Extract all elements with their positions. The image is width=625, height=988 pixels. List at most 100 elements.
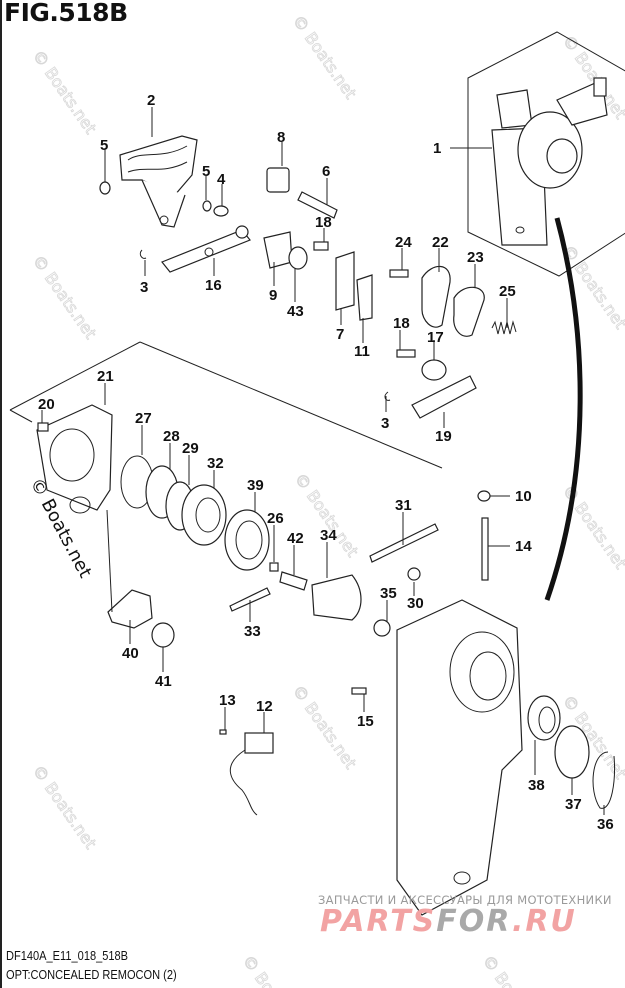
part-36-snap-ring [592, 751, 615, 809]
callout-34[interactable]: 34 [320, 527, 337, 544]
vendor-logo-watermark: PARTSFOR.RU [320, 904, 577, 939]
sub-assembly-outline [9, 409, 33, 423]
part-8-knob [266, 167, 290, 193]
part-14-stud [481, 517, 489, 581]
part-12-switch [244, 732, 274, 754]
part-41-ring [151, 622, 175, 648]
callout-5[interactable]: 5 [202, 163, 210, 180]
callout-12[interactable]: 12 [256, 698, 273, 715]
callout-18[interactable]: 18 [393, 315, 410, 332]
callout-35[interactable]: 35 [380, 585, 397, 602]
callout-3[interactable]: 3 [140, 279, 148, 296]
callout-7[interactable]: 7 [336, 326, 344, 343]
part-12-wire [229, 749, 258, 816]
part-3-e-clip [139, 249, 147, 259]
section-name: OPT:CONCEALED REMOCON (2) [6, 967, 177, 982]
part-40-bracket [107, 589, 153, 629]
part-25-spring [491, 320, 517, 335]
part-18-bolt [396, 349, 416, 358]
callout-29[interactable]: 29 [182, 440, 199, 457]
callout-22[interactable]: 22 [432, 234, 449, 251]
callout-28[interactable]: 28 [163, 428, 180, 445]
watermark-text: © Boats.net [239, 951, 311, 988]
callout-40[interactable]: 40 [122, 645, 139, 662]
callout-labels: 1 2 3 3 4 5 5 6 7 8 9 10 11 12 13 14 15 … [38, 92, 614, 833]
part-18-bolt [313, 241, 329, 251]
callout-10[interactable]: 10 [515, 488, 532, 505]
callout-3[interactable]: 3 [381, 415, 389, 432]
part-17-washer [421, 359, 447, 381]
callout-36[interactable]: 36 [597, 816, 614, 833]
callout-32[interactable]: 32 [207, 455, 224, 472]
part-1-enclosure-box [467, 31, 625, 277]
callout-33[interactable]: 33 [244, 623, 261, 640]
part-35-bushing [373, 619, 391, 637]
watermark-text: © Boats.net [29, 761, 101, 852]
callout-24[interactable]: 24 [395, 234, 412, 251]
callout-leaders [41, 107, 605, 815]
part-42-pin [279, 571, 308, 591]
watermark-text: © Boats.net [29, 46, 101, 137]
callout-43[interactable]: 43 [287, 303, 304, 320]
callout-4[interactable]: 4 [217, 171, 226, 188]
watermark-text: © Boats.net [289, 681, 361, 772]
watermark-text: © Boats.net [29, 251, 101, 342]
part-2-bracket [119, 135, 198, 228]
part-15-bolt [351, 687, 367, 695]
callout-15[interactable]: 15 [357, 713, 374, 730]
part-3-e-clip [384, 391, 391, 401]
part-23-cam [453, 286, 485, 337]
callout-41[interactable]: 41 [155, 673, 172, 690]
callout-20[interactable]: 20 [38, 396, 55, 413]
part-32-gear-plate [181, 484, 227, 546]
vendor-logo-part-c: .RU [511, 904, 577, 939]
callout-6[interactable]: 6 [322, 163, 330, 180]
vendor-logo-part-a: PARTS [320, 904, 437, 939]
callout-9[interactable]: 9 [269, 287, 277, 304]
callout-17[interactable]: 17 [427, 329, 444, 346]
part-22-cam [421, 265, 451, 328]
callout-2[interactable]: 2 [147, 92, 155, 109]
part-34-gear-drum [311, 574, 362, 621]
control-cable [544, 217, 583, 601]
callout-37[interactable]: 37 [565, 796, 582, 813]
part-13-screw [219, 729, 227, 735]
callout-1[interactable]: 1 [433, 140, 441, 157]
part-31-rod [369, 523, 439, 563]
callout-13[interactable]: 13 [219, 692, 236, 709]
part-7-plate [335, 251, 355, 311]
callout-42[interactable]: 42 [287, 530, 304, 547]
part-11-plate [356, 274, 373, 321]
sub-assembly-outline [139, 341, 443, 469]
callout-31[interactable]: 31 [395, 497, 412, 514]
watermark-text: © Boats.net [479, 951, 551, 988]
callout-38[interactable]: 38 [528, 777, 545, 794]
callout-25[interactable]: 25 [499, 283, 516, 300]
part-5-o-ring [202, 200, 212, 212]
callout-19[interactable]: 19 [435, 428, 452, 445]
part-30-ball [407, 567, 421, 581]
part-5-o-ring [99, 181, 111, 195]
part-20-bolt [37, 422, 49, 432]
main-housing [396, 599, 523, 916]
figure-title: FIG.518B [4, 0, 128, 27]
callout-16[interactable]: 16 [205, 277, 222, 294]
part-4-washer [213, 205, 229, 217]
callout-5[interactable]: 5 [100, 137, 108, 154]
callout-26[interactable]: 26 [267, 510, 284, 527]
part-38-seal [527, 695, 561, 741]
callout-8[interactable]: 8 [277, 129, 285, 146]
callout-21[interactable]: 21 [97, 368, 114, 385]
callout-11[interactable]: 11 [354, 343, 370, 360]
callout-30[interactable]: 30 [407, 595, 424, 612]
part-6-shaft [297, 191, 338, 219]
callout-23[interactable]: 23 [467, 249, 484, 266]
callout-18[interactable]: 18 [315, 214, 332, 231]
callout-27[interactable]: 27 [135, 410, 152, 427]
part-39-washer [224, 509, 270, 571]
callout-14[interactable]: 14 [515, 538, 532, 555]
callout-39[interactable]: 39 [247, 477, 264, 494]
sub-assembly-outline [9, 341, 141, 411]
